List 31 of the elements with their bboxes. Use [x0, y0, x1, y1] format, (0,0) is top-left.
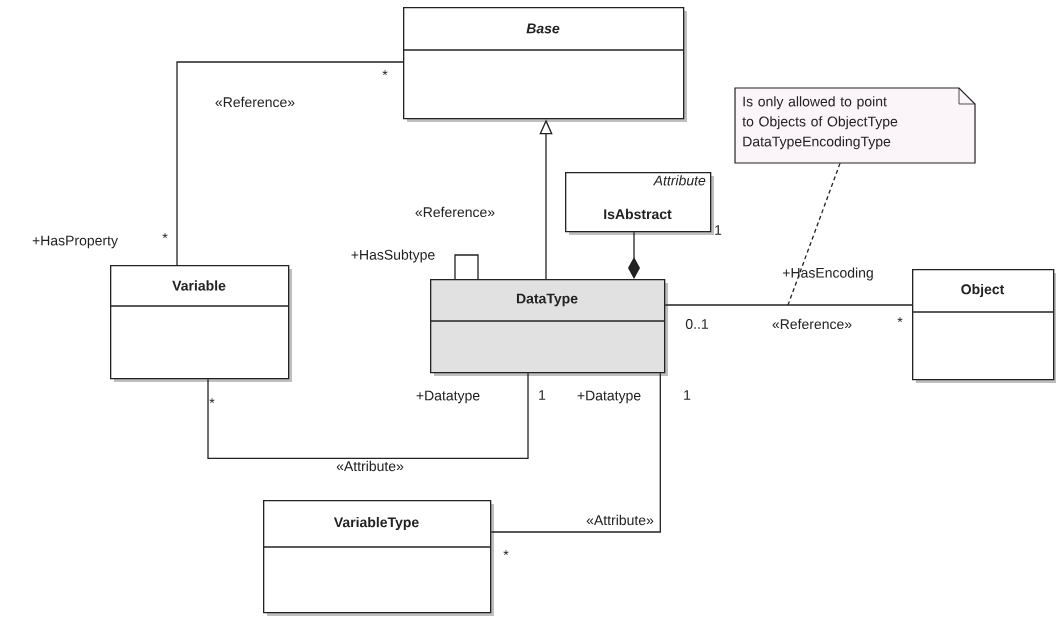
edge-label: «Reference»	[415, 206, 495, 218]
edge-label: «Reference»	[215, 96, 295, 108]
note-box: Is only allowed to point to Objects of ObjectType DataTypeEncodingType	[734, 87, 976, 164]
role-label: *	[162, 233, 168, 239]
association-line	[207, 372, 529, 459]
composition-line	[628, 231, 640, 279]
role-label: 1	[684, 390, 691, 400]
edge-label: «Reference»	[772, 318, 852, 330]
role-label: +Datatype	[416, 390, 480, 404]
class-box: Base	[402, 7, 687, 122]
role-label: +HasSubtype	[351, 249, 435, 263]
role-label: *	[209, 398, 215, 404]
role-label: *	[897, 317, 903, 323]
role-label: +Datatype	[577, 390, 641, 404]
role-label: *	[382, 70, 388, 76]
class-box: Object	[911, 269, 1056, 383]
class-box: Variable	[109, 265, 292, 382]
role-label: 0..1	[685, 319, 708, 329]
edge-label: «Attribute»	[586, 514, 654, 526]
role-label: +HasEncoding	[782, 267, 873, 281]
role-label: +HasProperty	[32, 235, 118, 249]
role-label: 1	[539, 390, 546, 400]
class-box: VariableType	[262, 500, 494, 616]
association-line	[490, 372, 661, 533]
attribute-box: Attribute IsAbstract	[565, 172, 714, 235]
association-line	[454, 254, 479, 280]
association-line	[176, 61, 404, 266]
leader-line	[787, 162, 841, 306]
edge-label: «Attribute»	[336, 460, 404, 472]
association-line	[664, 304, 913, 306]
class-box: DataType	[429, 279, 668, 376]
